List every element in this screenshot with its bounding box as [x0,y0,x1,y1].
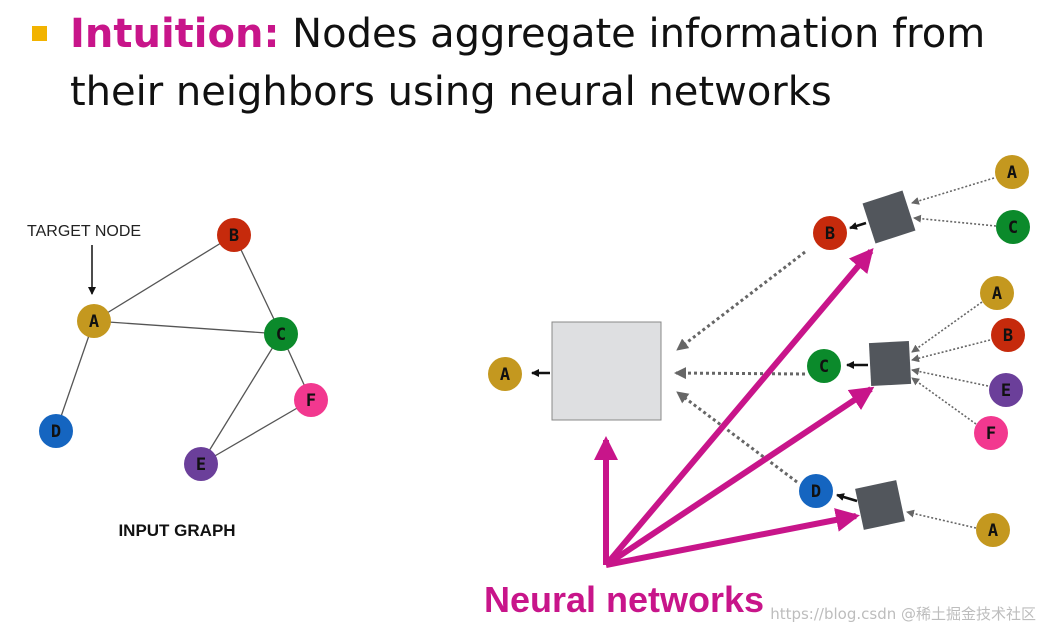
arrow-box-b-to-node-b [849,221,867,230]
dotted-edge-leaf-a-to-b-box [911,177,995,205]
dotted-edge-leaf-f-to-c-box [911,377,977,425]
dotted-edge-leaf-b-to-c-box [911,339,991,363]
edge-a-c [93,320,282,335]
cg-leaf-c-b [991,318,1025,352]
dotted-edge-leaf-e-to-c-box [911,367,989,387]
headline-line-2: their neighbors using neural networks [70,69,832,115]
nn-arrow-to-box-b [603,247,874,567]
dotted-edge-c-to-root [674,367,806,380]
cg-leaf-b-a-label: A [1007,163,1017,183]
cg-leaf-b-c-label: C [1008,218,1018,238]
arrow-box-d-to-node-d [836,493,858,503]
dotted-edge-leaf-a-to-c-box [911,301,983,353]
edge-b-c [233,234,282,335]
cg-mid-node-b [813,216,847,250]
headline-line-1-text: Nodes aggregate information from [279,11,986,57]
dotted-edge-leaf-a-to-d-box [906,509,977,529]
cg-leaf-b-c [996,210,1030,244]
edge-a-d [55,320,95,432]
node-e-label: E [196,455,206,475]
cg-mid-node-b-label: B [825,224,835,244]
cg-leaf-c-f [974,416,1008,450]
computation-graph: A B C D A C A B E F A Neural networks [484,155,1030,620]
input-graph-caption: INPUT GRAPH [118,521,235,540]
node-c-label: C [276,325,286,345]
node-b [217,218,251,252]
cg-leaf-c-f-label: F [986,424,996,444]
aggregation-box-d [855,480,905,530]
edge-a-b [93,234,235,322]
nn-arrow-to-box-c [604,386,875,568]
dotted-edge-leaf-c-to-b-box [913,214,997,227]
cg-leaf-d-a-label: A [988,521,998,541]
cg-leaf-d-a [976,513,1010,547]
node-f [294,383,328,417]
central-aggregation-box [551,321,662,421]
cg-mid-node-c [807,349,841,383]
dotted-edge-d-to-root [676,390,798,484]
cg-leaf-c-a [980,276,1014,310]
aggregation-box-c [868,340,912,387]
cg-mid-node-d-label: D [811,482,821,502]
target-node-label: TARGET NODE [27,223,141,240]
node-d-label: D [51,422,61,442]
neural-networks-caption: Neural networks [484,579,764,620]
bullet-square-icon [32,26,47,41]
cg-leaf-c-b-label: B [1003,326,1013,346]
edge-e-f [200,399,312,465]
node-c [264,317,298,351]
cg-mid-node-d [799,474,833,508]
aggregation-box-b [862,190,916,244]
node-b-label: B [229,226,239,246]
node-f-label: F [306,391,316,411]
cg-root-node-a-label: A [500,365,510,385]
input-graph: TARGET NODE A B C D E F INPUT GRAPH [27,218,328,540]
node-d [39,414,73,448]
dotted-edge-b-to-root [676,250,806,352]
edge-c-e [200,333,282,465]
cg-leaf-c-e [989,373,1023,407]
nn-arrow-to-box-d [605,508,860,568]
headline-keyword: Intuition: [70,11,280,57]
headline: Intuition: Nodes aggregate information f… [0,0,1043,130]
cg-mid-node-c-label: C [819,357,829,377]
node-a-label: A [89,312,99,332]
cg-leaf-b-a [995,155,1029,189]
watermark: https://blog.csdn @稀土掘金技术社区 [770,605,1036,623]
node-e [184,447,218,481]
cg-leaf-c-a-label: A [992,284,1002,304]
node-a [77,304,111,338]
cg-root-node-a [488,357,522,391]
headline-line-1: Intuition: Nodes aggregate information f… [70,8,985,60]
cg-leaf-c-e-label: E [1001,381,1011,401]
